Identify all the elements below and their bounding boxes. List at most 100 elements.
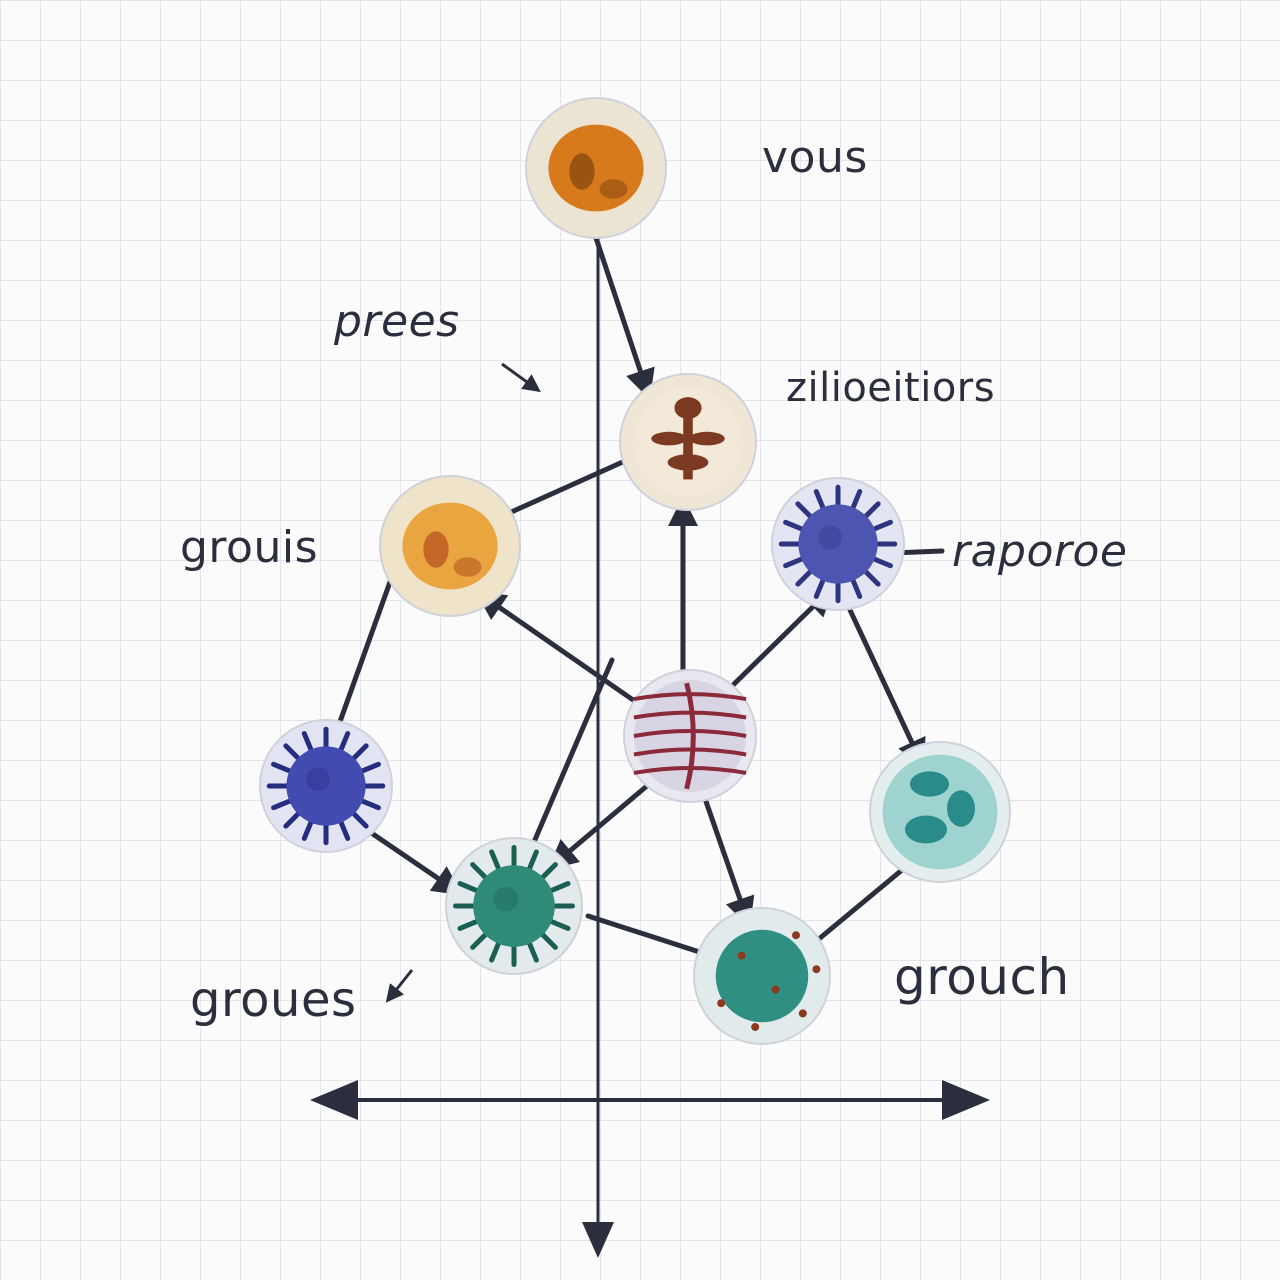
- teal-right-cell-cytoplasm: [882, 754, 998, 870]
- green-bottom-left-cell-spike: [470, 862, 491, 883]
- striped-center-cell-stripe: [633, 747, 747, 757]
- green-bottom-right-cell-granule: [737, 951, 746, 960]
- teal-right-cell-organelle: [947, 790, 975, 827]
- green-bottom-right-cell-granule: [751, 1023, 760, 1031]
- blue-left-cell-texture: [306, 767, 330, 792]
- axes: [310, 230, 990, 1258]
- green-bottom-right-cell-granule: [717, 999, 726, 1008]
- prees-pointer-arrow: [501, 362, 541, 393]
- horizontal-axis-right-arrowhead: [942, 1080, 990, 1120]
- blue-left-cell-spike: [283, 809, 303, 829]
- blue-right-cell-texture: [818, 525, 842, 550]
- green-bottom-left-cell-nucleus: [473, 865, 555, 947]
- connector-top-to-mid: [591, 229, 655, 400]
- green-bottom-right-cell: [693, 907, 831, 1045]
- connector-blue-left-to-green: [367, 829, 463, 896]
- green-bottom-left-cell-spike: [457, 881, 482, 895]
- green-bottom-left-cell-spike: [489, 849, 503, 874]
- blue-left-cell-spike: [301, 731, 315, 755]
- teal-right-cell-organelle: [909, 771, 950, 797]
- striped-center-cell: [623, 669, 757, 803]
- green-bottom-left-cell-spike: [537, 929, 558, 950]
- green-bottom-right-cell-granule: [792, 931, 800, 940]
- blue-left-cell-spike: [349, 809, 369, 829]
- vertical-axis-arrowhead: [582, 1222, 614, 1258]
- blue-right-cell-spike: [861, 501, 881, 521]
- connector-mid-to-green-left: [517, 657, 615, 876]
- orange-top-cell: [525, 97, 667, 239]
- orange-top-cell-nucleus: [548, 124, 644, 212]
- blue-right-cell-spike: [783, 555, 807, 569]
- green-bottom-right-cell-granule: [812, 965, 821, 974]
- brown-mid-cell-arm: [651, 431, 687, 446]
- green-bottom-right-cell-nucleus: [715, 929, 809, 1023]
- label-prees: prees: [334, 296, 460, 347]
- green-bottom-left-cell-spike: [457, 917, 482, 931]
- connector-blue-right-to-teal: [847, 607, 926, 770]
- label-vous: vous: [762, 132, 868, 183]
- blue-left-cell: [259, 719, 393, 853]
- blue-left-cell-spike: [349, 743, 369, 763]
- blue-right-cell-spike: [849, 489, 863, 513]
- blue-right-cell-spike: [783, 519, 807, 533]
- striped-center-cell-stripe: [684, 682, 696, 790]
- connector-green-right-to-teal: [805, 867, 905, 951]
- label-pointers: [385, 362, 541, 1003]
- connector-mid-to-yellow: [495, 453, 639, 521]
- green-bottom-right-cell-granule: [771, 985, 780, 994]
- orange-top-cell-organelle: [569, 153, 595, 190]
- blue-left-cell-spike: [357, 761, 381, 775]
- blue-right-cell-spike: [869, 519, 893, 533]
- blue-left-cell-spike: [337, 817, 351, 841]
- label-zilioeitiors: zilioeitiors: [786, 365, 996, 411]
- striped-center-cell-cytoplasm: [633, 679, 747, 793]
- blue-left-cell-spike: [357, 797, 381, 811]
- connector-center-to-yellow: [475, 590, 639, 705]
- brown-mid-cell-arm: [689, 431, 725, 446]
- connector-green-left-to-green-right: [585, 913, 721, 961]
- blue-right-cell-spike: [869, 555, 893, 569]
- groues-pointer-arrow: [385, 969, 414, 1003]
- brown-mid-cell: [619, 373, 757, 511]
- label-grouis: grouis: [180, 522, 319, 573]
- blue-left-cell-spike: [301, 817, 315, 841]
- brown-mid-cell-body: [683, 414, 693, 480]
- teal-right-cell: [869, 741, 1011, 883]
- blue-left-cell-spike: [271, 797, 295, 811]
- connectors: [334, 229, 945, 961]
- green-bottom-right-cell-granule: [798, 1009, 807, 1018]
- label-groues: groues: [190, 972, 357, 1028]
- blue-right-cell-spike: [795, 501, 815, 521]
- blue-right-cell-nucleus: [798, 504, 878, 584]
- yellow-left-cell: [379, 475, 521, 617]
- blue-left-cell-nucleus: [286, 746, 366, 826]
- brown-mid-cell-base: [667, 454, 709, 471]
- blue-right-cell-spike: [813, 575, 827, 599]
- blue-right-cell-spike: [813, 489, 827, 513]
- green-bottom-left-cell-texture: [493, 886, 519, 912]
- blue-right-cell-spike: [861, 567, 881, 587]
- blue-right-cell: [771, 477, 905, 611]
- green-bottom-left-cell-spike: [525, 938, 539, 963]
- blue-right-cell-spike: [849, 575, 863, 599]
- connector-yellow-to-blue-left: [334, 579, 393, 733]
- connector-center-to-green-left: [547, 777, 657, 870]
- teal-right-cell-organelle: [905, 815, 947, 844]
- connector-center-to-blue-right: [725, 585, 835, 693]
- green-bottom-left-cell-spike: [470, 929, 491, 950]
- green-bottom-left-cell-spike: [489, 938, 503, 963]
- green-bottom-left-cell-spike: [537, 862, 558, 883]
- orange-top-cell-organelle: [599, 179, 628, 199]
- yellow-left-cell-organelle: [423, 531, 449, 568]
- horizontal-axis-left-arrowhead: [310, 1080, 358, 1120]
- cells-layer: [259, 97, 1011, 1045]
- connector-center-to-green-right: [699, 787, 755, 928]
- blue-left-cell-spike: [337, 731, 351, 755]
- yellow-left-cell-organelle: [453, 557, 482, 577]
- label-raporoe: raporoe: [952, 526, 1128, 577]
- blue-left-cell-spike: [283, 743, 303, 763]
- green-bottom-left-cell-spike: [546, 917, 571, 931]
- green-bottom-left-cell-spike: [546, 881, 571, 895]
- brown-mid-cell-head: [674, 397, 702, 419]
